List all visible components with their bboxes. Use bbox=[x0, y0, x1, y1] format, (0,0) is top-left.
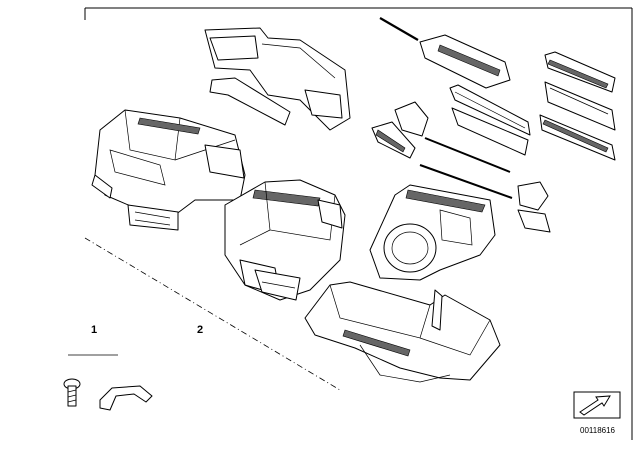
air-duct-part bbox=[419, 34, 511, 89]
bolt-part bbox=[63, 378, 81, 407]
slat-parts bbox=[371, 84, 551, 233]
seal-frame-part bbox=[204, 27, 351, 131]
evaporator-housing-assembly bbox=[224, 179, 346, 301]
heater-housing-assembly bbox=[91, 109, 246, 231]
flap-parts bbox=[539, 51, 616, 161]
assembly-separator-line bbox=[84, 237, 341, 391]
rod-parts bbox=[379, 17, 513, 199]
blower-housing-assembly bbox=[369, 184, 496, 281]
callout-label-1: 1 bbox=[91, 324, 98, 336]
arrow-box-icon[interactable] bbox=[573, 391, 621, 419]
clip-part bbox=[99, 385, 153, 411]
lower-housing-part bbox=[304, 281, 501, 383]
callout-label-2: 2 bbox=[197, 324, 204, 336]
diagram-id-label: 00118616 bbox=[580, 426, 615, 435]
